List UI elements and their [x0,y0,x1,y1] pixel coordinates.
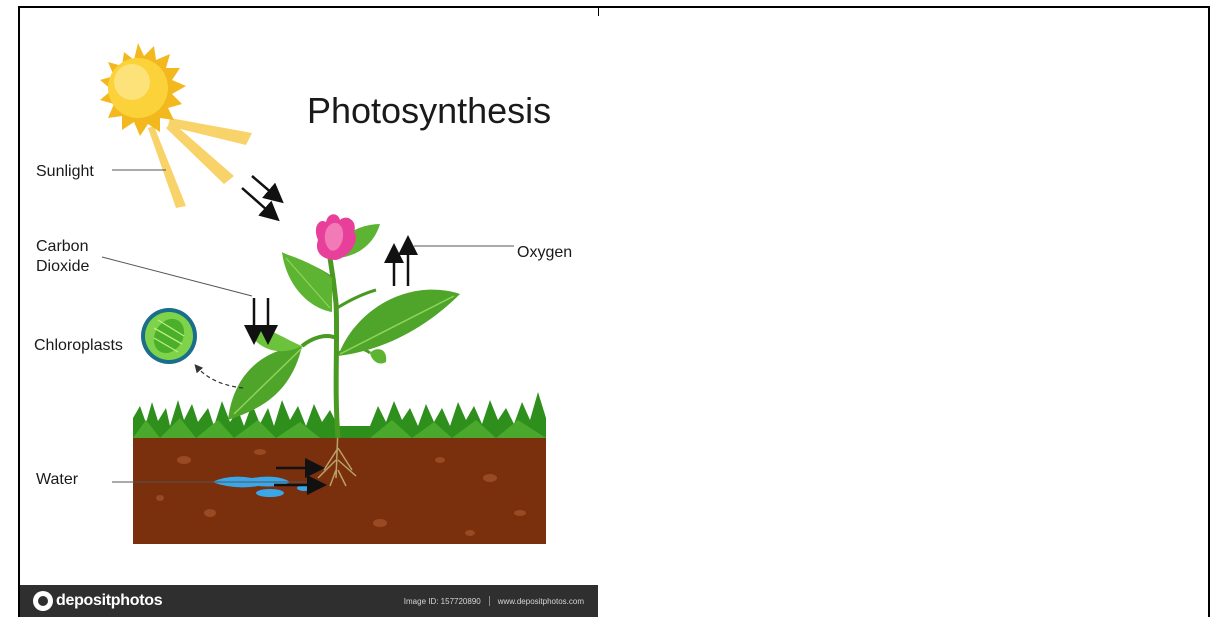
label-carbon: Carbon [36,238,88,255]
diagram-title: Photosynthesis [307,90,551,131]
label-oxygen: Oxygen [517,244,572,261]
footer-brand: depositphotos [56,592,162,610]
footer-logo: depositphotos [33,591,162,611]
photosynthesis-diagram: depositphotos [20,8,598,617]
label-water: Water [36,471,79,488]
footer-meta: Image ID: 157720890 www.depositphotos.co… [404,596,584,606]
chloroplast-pointer [196,366,243,388]
frame-right-border [1208,6,1210,617]
label-dioxide: Dioxide [36,258,89,275]
footer-separator [489,596,490,606]
photosynthesis-image: depositphotos [20,8,598,617]
label-chloroplasts: Chloroplasts [34,337,123,354]
soil [133,436,546,544]
frame-divider [598,6,599,16]
label-sunlight: Sunlight [36,163,94,180]
chloroplast-icon [141,308,197,364]
camera-icon [33,591,53,611]
image-id: Image ID: 157720890 [404,597,481,606]
sun-icon [100,43,252,208]
footer-bar: depositphotos Image ID: 157720890 www.de… [20,585,598,617]
site-url: www.depositphotos.com [498,597,584,606]
